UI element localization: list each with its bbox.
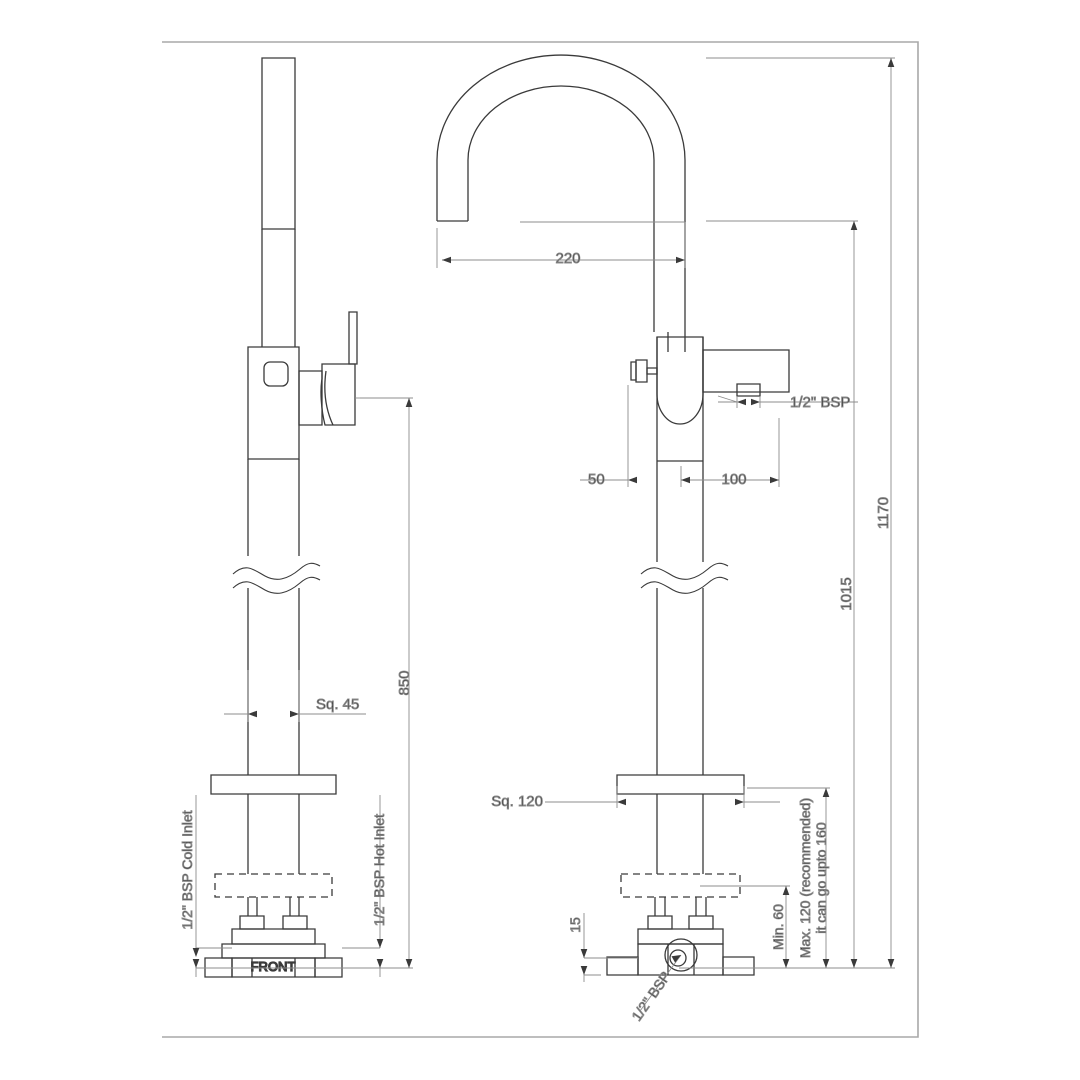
dim-15-label: 15: [567, 917, 583, 933]
side-view-group: [436, 54, 790, 976]
front-shaft-below-flange: [247, 794, 300, 874]
side-outlet-nozzle: [736, 383, 761, 397]
front-badge-plate: [263, 361, 289, 387]
dim-spout-height-1015: [706, 220, 858, 969]
dim-cold-inlet: [192, 795, 232, 977]
front-marker-label: FRONT: [251, 959, 296, 974]
dim-overall-height-1170: [706, 57, 895, 969]
side-base-stack: [606, 928, 755, 976]
front-mixer-body: [247, 346, 300, 460]
bsp-outlet-label: 1/2" BSP: [790, 394, 850, 411]
dim-handle-offset-50: [580, 385, 637, 487]
front-break-line: [232, 562, 321, 594]
dim-1170-label: 1170: [875, 497, 892, 529]
hot-inlet-label: 1/2" BSP Hot Inlet: [371, 814, 387, 926]
side-floor-plate-dashed: [620, 873, 741, 898]
bsp-base-label: 1/2" BSP: [628, 968, 673, 1023]
dim-outlet-offset-100: [680, 418, 780, 487]
side-flange-plate: [616, 774, 745, 795]
front-base-stack: [204, 928, 343, 978]
side-valve-body: [656, 336, 704, 425]
dim-sq120-label: Sq. 120: [491, 793, 543, 810]
side-handle-knob: [630, 359, 658, 383]
side-column-shaft: [656, 588, 704, 775]
side-spout-gooseneck: [436, 54, 686, 332]
dim-base-plate-15: [580, 913, 638, 982]
dim-min60-label: Min. 60: [770, 904, 786, 950]
dim-bsp-base-leader: [639, 954, 682, 1012]
dim-bsp-outlet: [717, 395, 858, 408]
dim-column-sq45: [224, 670, 366, 722]
front-handle-lever: [320, 311, 358, 426]
dim-850-label: 850: [396, 670, 413, 695]
side-column-upper: [656, 394, 704, 562]
dim-sq45-label: Sq. 45: [316, 696, 359, 713]
side-riser-tubes: [667, 332, 686, 352]
side-inlet-nipples: [647, 897, 714, 930]
front-handle-base: [298, 370, 323, 426]
dim-max120-note-label: it can go upto 160: [813, 822, 829, 934]
front-column-shaft: [247, 588, 300, 775]
side-outlet-arm: [702, 349, 790, 393]
side-view-dimensions: 220 1/2" BSP 50 100: [436, 57, 895, 1024]
front-column-upper: [261, 229, 296, 347]
sheet-frame: [162, 41, 919, 1038]
dim-flange-sq120: [545, 786, 780, 808]
cold-inlet-label: 1/2" BSP Cold Inlet: [179, 810, 195, 929]
front-view-dimensions: 850 Sq. 45 1/2" BSP Cold Inlet: [179, 397, 413, 977]
dim-max120-label: Max. 120 (recommended): [797, 798, 813, 958]
dim-100-label: 100: [721, 471, 746, 488]
dim-spout-reach-220: [436, 221, 686, 268]
side-bsp-port-inner: [669, 949, 687, 967]
side-bsp-port-outer: [664, 938, 698, 972]
front-upper-riser: [261, 57, 296, 230]
dim-50-label: 50: [588, 471, 605, 488]
front-floor-plate-dashed: [214, 873, 333, 898]
side-break-line: [640, 562, 729, 594]
side-shaft-below-flange: [656, 794, 704, 874]
front-column-lower: [247, 459, 300, 556]
front-view-group: FRONT: [204, 57, 358, 978]
front-inlet-nipples: [239, 897, 308, 930]
dim-hot-inlet: [342, 795, 384, 977]
dim-220-label: 220: [555, 250, 580, 267]
dim-max-floor-120: [747, 787, 830, 968]
dim-1015-label: 1015: [838, 577, 855, 610]
front-flange-plate: [210, 774, 337, 795]
